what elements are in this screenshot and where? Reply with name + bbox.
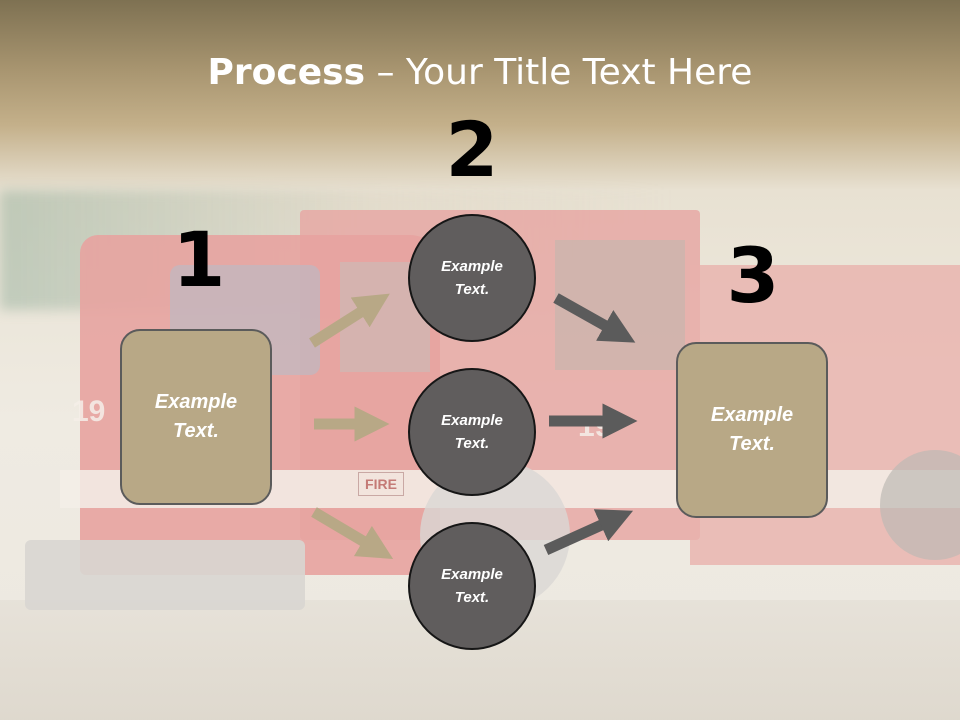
circle-top-text: Example Text. xyxy=(441,258,503,298)
truck-number-front: 19 xyxy=(72,395,106,428)
title-rest: – Your Title Text Here xyxy=(365,52,753,93)
arrow-1-to-bottom xyxy=(311,507,394,559)
step-2-circle-top: Example Text. xyxy=(408,214,536,342)
truck-fire-label: FIRE xyxy=(358,472,404,496)
circle-middle-text: Example Text. xyxy=(441,412,503,452)
truck-wheel-rear xyxy=(880,450,960,560)
step-2-circle-bottom: Example Text. xyxy=(408,522,536,650)
title-bold: Process xyxy=(207,52,366,93)
step-3-text: Example Text. xyxy=(710,404,794,455)
arrow-bottom-to-3 xyxy=(543,509,634,556)
step-2-circle-middle: Example Text. xyxy=(408,368,536,496)
step-3-box: Example Text. xyxy=(676,342,828,518)
circle-bottom-text: Example Text. xyxy=(441,566,503,606)
arrow-top-to-3 xyxy=(553,293,636,343)
truck-bumper xyxy=(25,540,305,610)
step-1-text: Example Text. xyxy=(154,391,238,442)
slide-title: Process – Your Title Text Here xyxy=(0,52,960,93)
arrow-1-to-top xyxy=(309,293,390,348)
step-number-1: 1 xyxy=(172,215,226,304)
step-number-2: 2 xyxy=(445,105,499,194)
step-number-3: 3 xyxy=(726,231,780,320)
step-1-box: Example Text. xyxy=(120,329,272,505)
